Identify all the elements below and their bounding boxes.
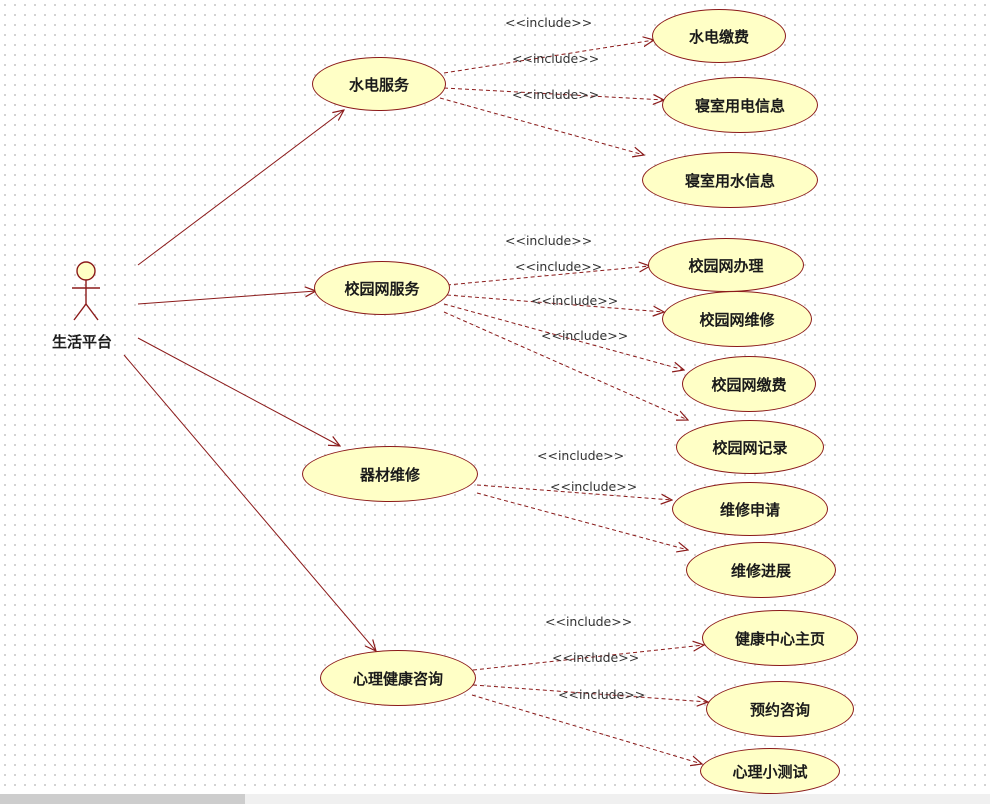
usecase-repair-request[interactable]: 维修申请 [672, 482, 828, 536]
usecase-repair-progress[interactable]: 维修进展 [686, 542, 836, 598]
actor-figure[interactable] [72, 261, 100, 321]
include-line[interactable] [471, 694, 702, 764]
usecase-psych-quiz[interactable]: 心理小测试 [700, 748, 840, 794]
include-line[interactable] [476, 484, 672, 500]
usecase-network-repair[interactable]: 校园网维修 [662, 291, 812, 347]
usecase-psychological-counseling[interactable]: 心理健康咨询 [320, 650, 476, 706]
actor-head-icon [76, 261, 96, 281]
include-line[interactable] [446, 266, 650, 286]
usecase-appointment-consultation[interactable]: 预约咨询 [706, 681, 854, 737]
scrollbar-thumb[interactable] [0, 794, 245, 804]
usecase-network-records[interactable]: 校园网记录 [676, 420, 824, 474]
include-label: <<include>> [537, 448, 625, 463]
actor-label: 生活平台 [52, 333, 113, 351]
include-line[interactable] [446, 294, 664, 312]
include-line[interactable] [472, 645, 704, 671]
usecase-dorm-electricity-info[interactable]: 寝室用电信息 [662, 77, 818, 133]
usecase-dorm-water-info[interactable]: 寝室用水信息 [642, 152, 818, 208]
include-line[interactable] [439, 97, 644, 155]
include-line[interactable] [476, 492, 688, 550]
include-label: <<include>> [512, 87, 600, 102]
include-label: <<include>> [541, 328, 629, 343]
usecase-network-application[interactable]: 校园网办理 [648, 238, 804, 292]
usecase-campus-network-service[interactable]: 校园网服务 [314, 261, 450, 315]
include-label: <<include>> [552, 650, 640, 665]
usecase-equipment-repair[interactable]: 器材维修 [302, 446, 478, 502]
include-label: <<include>> [550, 479, 638, 494]
association-line[interactable] [137, 110, 344, 266]
include-line[interactable] [472, 684, 708, 702]
actor-leg-right-icon [85, 303, 99, 321]
include-label: <<include>> [558, 687, 646, 702]
association-line[interactable] [123, 354, 376, 651]
horizontal-scrollbar[interactable] [0, 794, 990, 804]
include-label: <<include>> [545, 614, 633, 629]
include-label: <<include>> [505, 15, 593, 30]
usecase-network-payment[interactable]: 校园网缴费 [682, 356, 816, 412]
include-label: <<include>> [515, 259, 603, 274]
include-line[interactable] [443, 40, 654, 74]
include-label: <<include>> [505, 233, 593, 248]
include-label: <<include>> [531, 293, 619, 308]
usecase-water-electric-service[interactable]: 水电服务 [312, 57, 446, 111]
include-label: <<include>> [512, 51, 600, 66]
association-line[interactable] [137, 291, 316, 305]
include-line[interactable] [443, 311, 688, 420]
usecase-water-electric-payment[interactable]: 水电缴费 [652, 9, 786, 63]
include-line[interactable] [443, 87, 664, 100]
usecase-health-center-home[interactable]: 健康中心主页 [702, 610, 858, 666]
association-line[interactable] [137, 337, 340, 446]
actor-leg-left-icon [73, 303, 87, 321]
